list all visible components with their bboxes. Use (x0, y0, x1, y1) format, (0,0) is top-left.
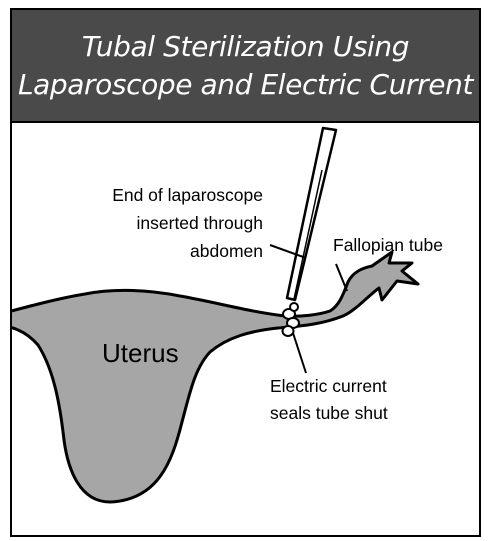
electric-current-label: Electric current seals tube shut (270, 376, 388, 423)
laparoscope-label: End of laparoscope inserted through abdo… (112, 185, 263, 261)
svg-text:inserted through: inserted through (137, 213, 263, 233)
svg-text:Electric current: Electric current (270, 376, 387, 396)
svg-text:End of laparoscope: End of laparoscope (112, 185, 263, 205)
svg-text:abdomen: abdomen (190, 241, 263, 261)
laparoscope (287, 128, 336, 300)
svg-text:seals tube shut: seals tube shut (270, 403, 388, 423)
uterus-label: Uterus (102, 338, 179, 368)
leader-fallopian-tube (336, 264, 347, 291)
fallopian-tube-label: Fallopian tube (333, 235, 443, 255)
leader-electric-current (293, 333, 306, 373)
